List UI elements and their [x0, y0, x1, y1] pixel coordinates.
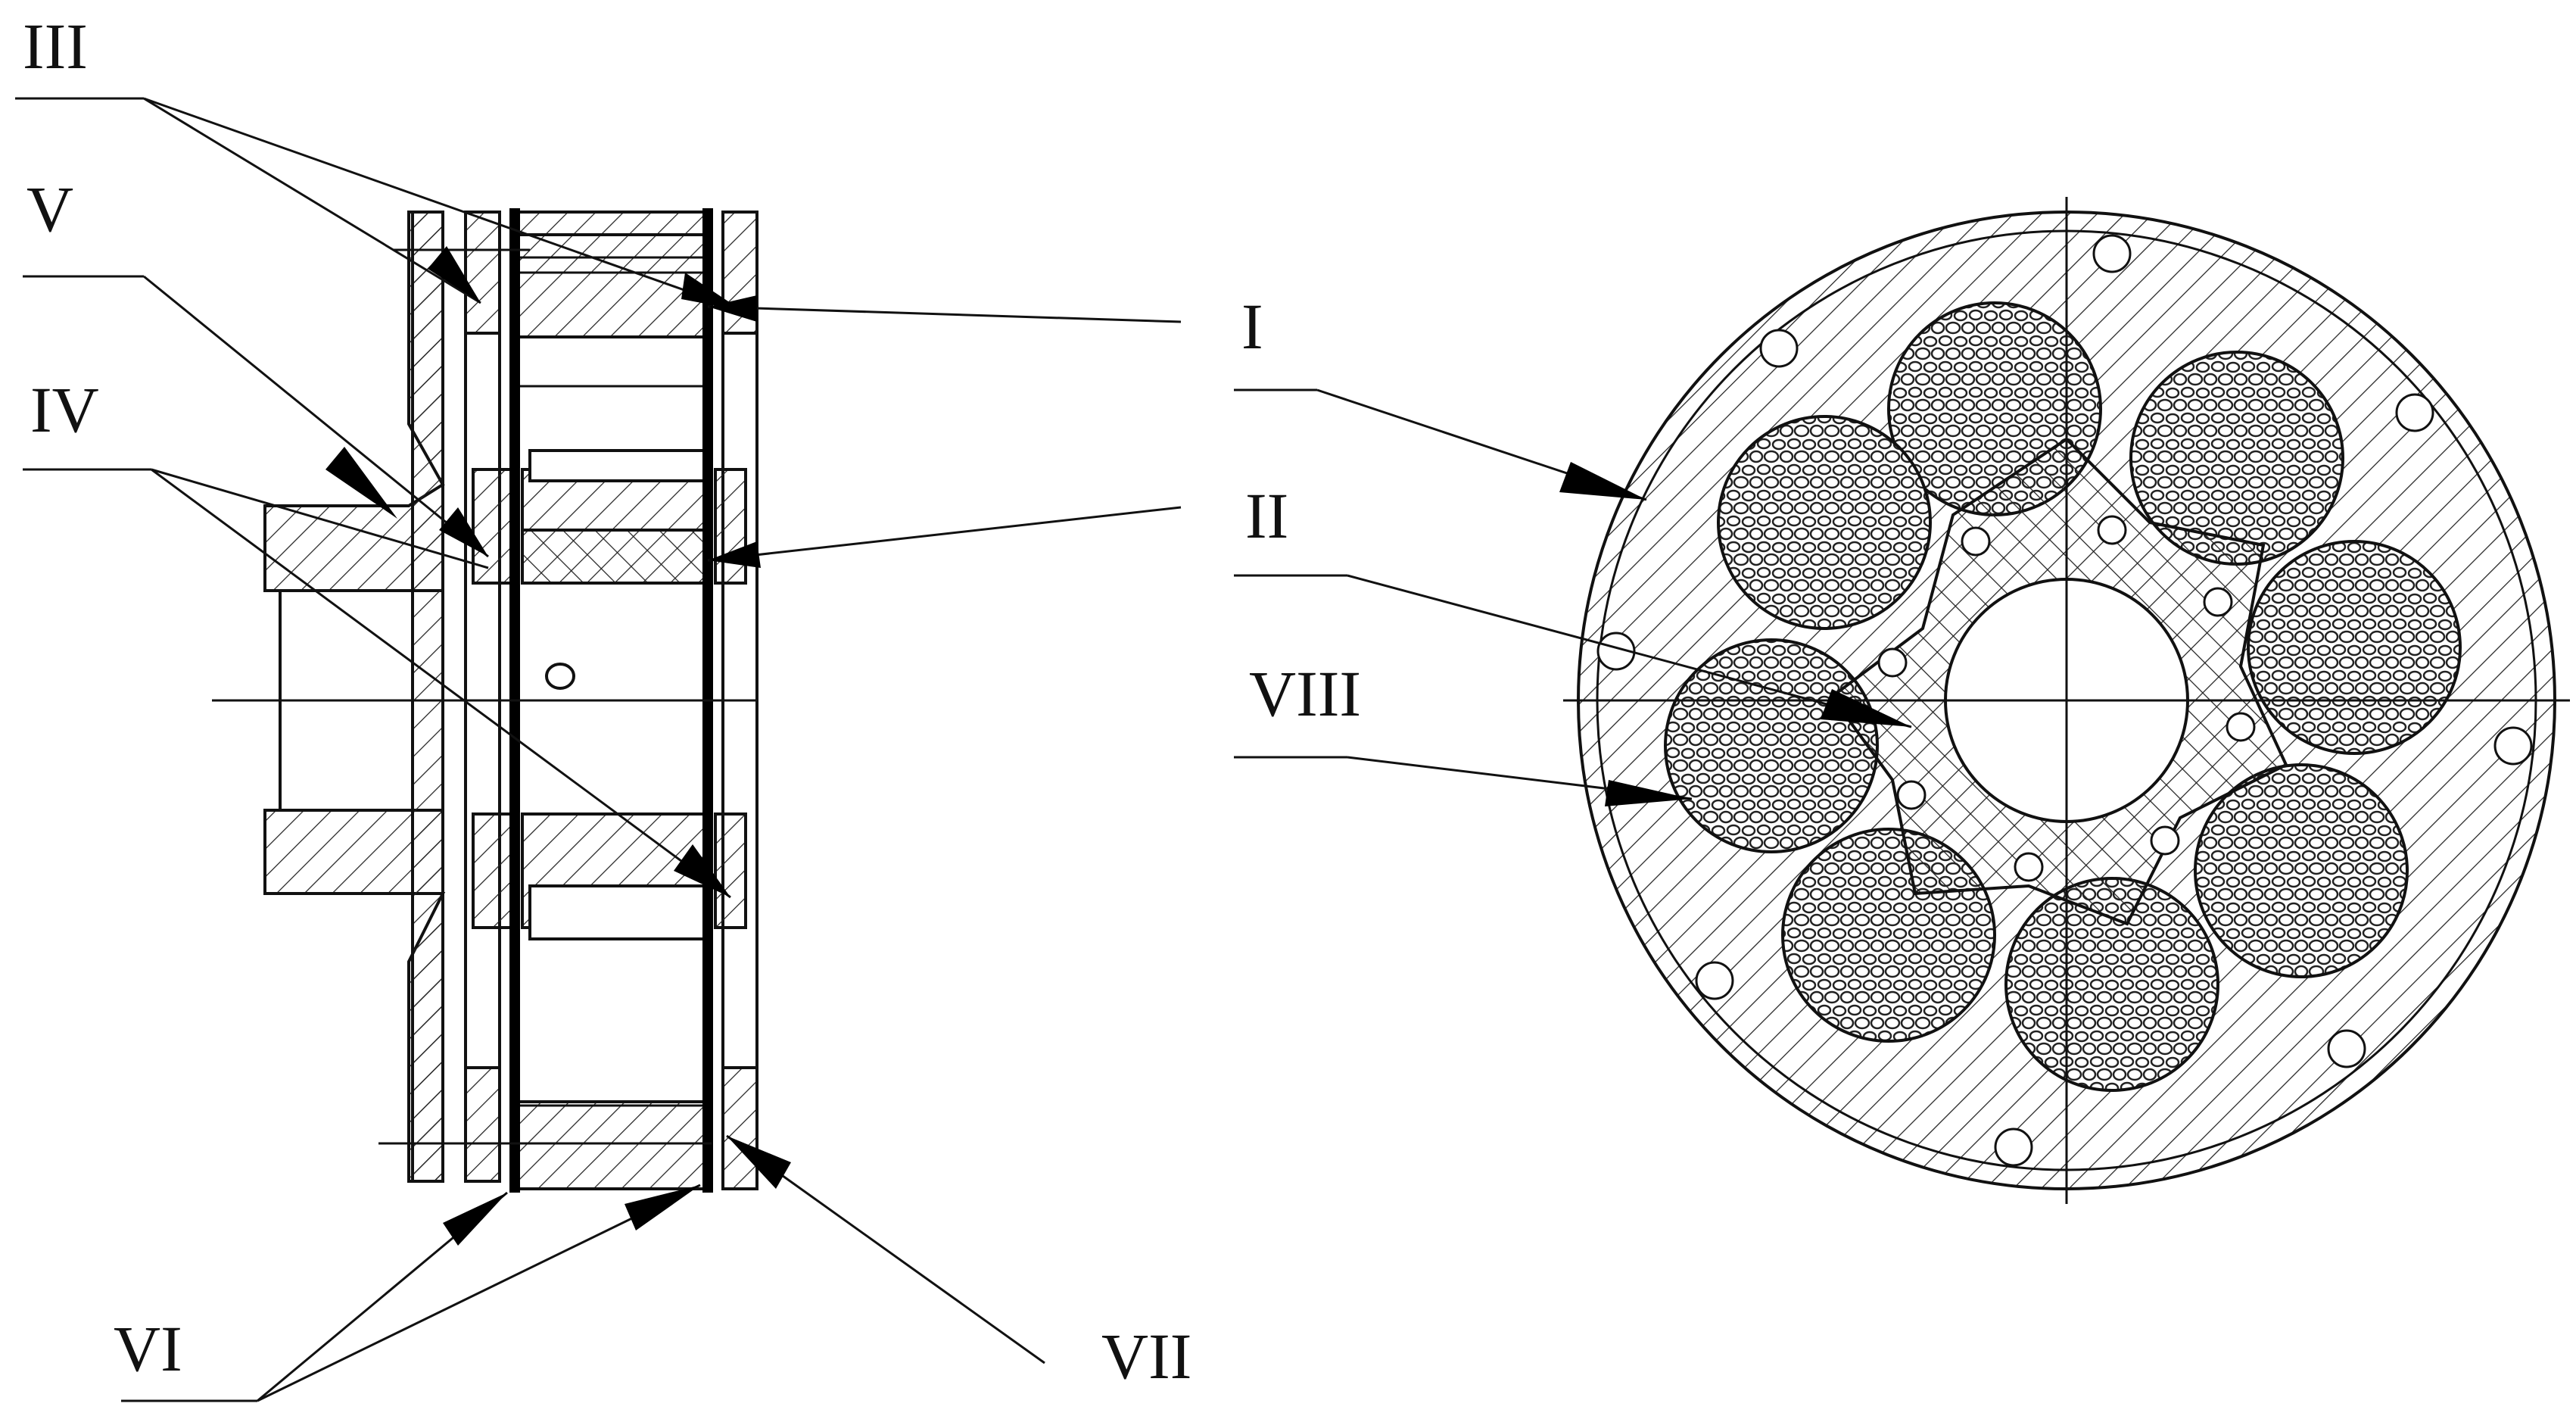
outer-ring-bottom: [517, 1100, 713, 1190]
label-III: III: [23, 10, 88, 83]
cross-section-view: [1563, 197, 2570, 1204]
label-VI: VI: [114, 1312, 182, 1385]
outer-ring-top: [517, 211, 713, 338]
label-I: I: [1241, 290, 1263, 363]
label-II: II: [1245, 479, 1288, 552]
label-V: V: [26, 173, 73, 245]
label-IV: IV: [30, 373, 99, 446]
inner-plate: [464, 211, 501, 1183]
label-VIII: VIII: [1249, 657, 1361, 730]
section-view: [212, 208, 758, 1193]
foam-lobes: [1664, 301, 2462, 1092]
label-VII: VII: [1101, 1320, 1191, 1393]
leaders: [15, 97, 1912, 1402]
left-disc: [411, 211, 444, 1183]
